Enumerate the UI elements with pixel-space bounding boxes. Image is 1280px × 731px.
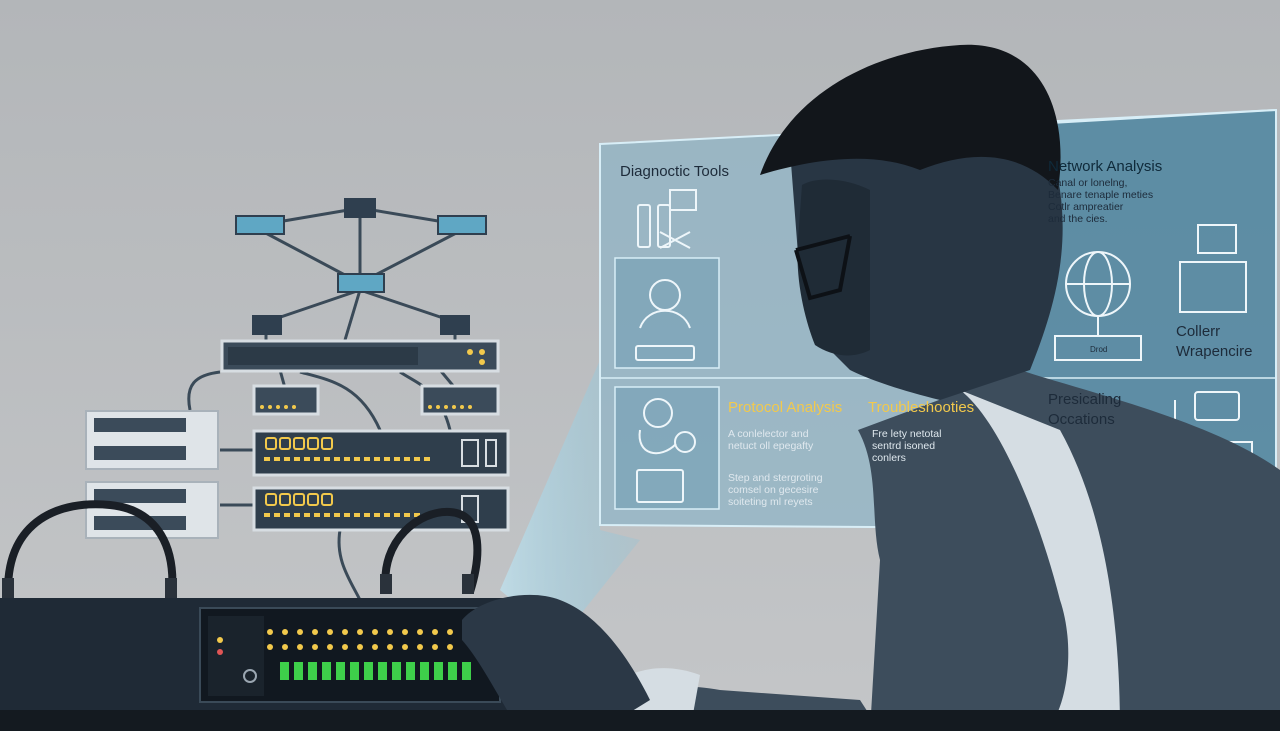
protocol-icon-box	[614, 386, 720, 510]
switch-center	[337, 273, 385, 293]
device-port-leds	[280, 662, 471, 680]
technician-icon	[635, 279, 695, 361]
protocol-analysis-heading: Protocol Analysis	[728, 399, 843, 416]
diagnostic-icon-box	[614, 257, 720, 369]
server-unit-1	[85, 410, 219, 470]
cable-left	[4, 500, 177, 593]
network-analysis-heading: Network Analysis	[1048, 158, 1163, 175]
network-analysis-text: Canal or lonelng, Benare tenaple meties …	[1048, 177, 1154, 225]
globe-icon	[1054, 251, 1142, 361]
rack-switch-1	[252, 429, 510, 477]
node-mid-right	[440, 315, 470, 335]
troubleshooting-heading: Troubleshooties	[868, 399, 975, 416]
node-mid-left	[252, 315, 282, 335]
rack-switch-2	[252, 486, 510, 532]
patch-led	[467, 349, 473, 355]
cable-right	[381, 507, 482, 594]
patch-panel-inner	[228, 347, 418, 365]
node-top-center	[344, 198, 376, 218]
headset-icon	[636, 398, 696, 503]
desk-shadow	[0, 710, 1280, 731]
module-right	[420, 384, 500, 416]
switch-top-right	[437, 215, 487, 235]
technician-hand	[462, 594, 650, 731]
troubleshooting-text: Fre lety netotal sentrd isoned conlers	[872, 428, 942, 464]
patch-led	[479, 359, 485, 365]
module-left	[252, 384, 320, 416]
server-unit-2	[85, 481, 219, 539]
protocol-bullet-1: A conlelector and netuct oll epegafty	[728, 428, 814, 452]
protocol-bullet-2: Step and stergroting comsel on gecesire …	[728, 472, 823, 508]
light-beam	[500, 360, 640, 640]
device-status-leds	[267, 629, 453, 650]
toolkit-icon	[637, 189, 697, 249]
switch-top-left	[235, 215, 285, 235]
network-switch-device	[0, 598, 520, 710]
presicaling-label: Presicaling Occations	[1048, 391, 1122, 428]
globe-caption: Drod	[1090, 345, 1108, 354]
diagnostic-tools-heading: Diagnoctic Tools	[620, 163, 729, 180]
patch-led	[479, 349, 485, 355]
computer-icon	[1179, 224, 1247, 313]
collerr-label: Collerr Wrapencire	[1176, 323, 1253, 360]
module-leds	[260, 405, 472, 409]
